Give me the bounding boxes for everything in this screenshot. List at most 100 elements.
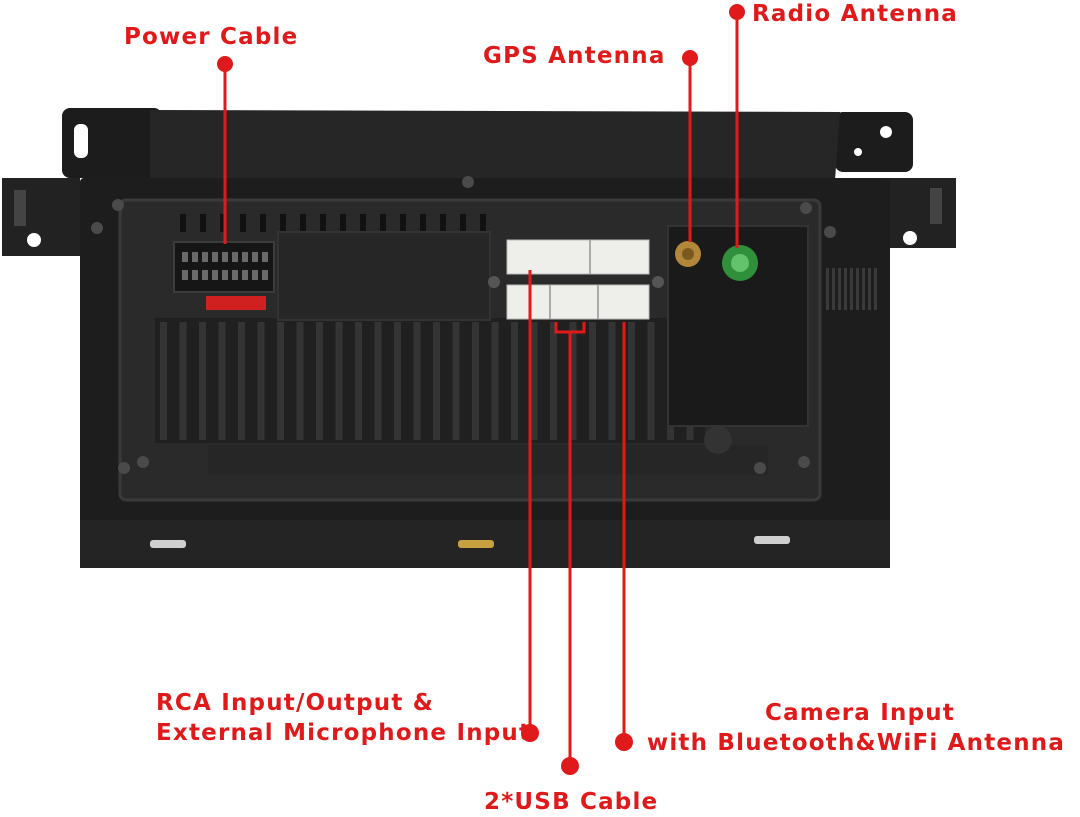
rca-label-line2: External Microphone Input (156, 720, 532, 746)
vent-slot (460, 214, 466, 232)
vent-slot (400, 214, 406, 232)
heatsink-fin (296, 322, 304, 440)
heatsink-fin (569, 322, 577, 440)
screw (118, 462, 130, 474)
heatsink-fin (374, 322, 382, 440)
vent-slot (240, 214, 246, 232)
camera-label: Camera Input with Bluetooth&WiFi Antenna (640, 698, 1080, 758)
grille-bar (826, 268, 829, 310)
pin (232, 270, 238, 280)
heatsink-fin (530, 322, 538, 440)
extra-socket (704, 426, 732, 454)
heatsink-fin (238, 322, 245, 440)
rca-label-line1: RCA Input/Output & (156, 690, 434, 716)
heatsink-fin (628, 322, 635, 440)
pin (182, 270, 188, 280)
vent-slot (480, 214, 486, 232)
grille-bar (850, 268, 853, 310)
vent-slot (300, 214, 306, 232)
camera-label-line2: with Bluetooth&WiFi Antenna (646, 730, 1066, 756)
screw (112, 199, 124, 211)
screw (462, 176, 474, 188)
usb-cable-leader (554, 322, 586, 765)
gps-antenna-label: GPS Antenna (483, 43, 666, 69)
pin (192, 270, 198, 280)
rca-label: RCA Input/Output & External Microphone I… (156, 688, 531, 748)
heatsink-fin (355, 322, 362, 440)
bottom-clip-right (754, 536, 790, 544)
heatsink-fin (452, 322, 460, 440)
power-cable-label: Power Cable (124, 24, 299, 50)
heatsink-fin (472, 322, 479, 440)
pin (192, 252, 198, 262)
heatsink-fin (394, 322, 401, 440)
heatsink-fin (550, 322, 557, 440)
grille-bar (874, 268, 877, 310)
vent-slot (280, 214, 286, 232)
pin (222, 270, 228, 280)
grille-bar (838, 268, 841, 310)
heatsink-fin (277, 322, 284, 440)
camera-label-line1: Camera Input (765, 700, 955, 726)
top-right-tab (835, 112, 913, 172)
heatsink-fin (491, 322, 499, 440)
heatsink-fin (160, 322, 167, 440)
heatsink-fin (413, 322, 421, 440)
heatsink-fin (335, 322, 343, 440)
pin (232, 252, 238, 262)
vent-slot (220, 214, 226, 232)
vent-slot (360, 214, 366, 232)
pin (262, 252, 268, 262)
callouts (217, 4, 745, 775)
pin (252, 270, 258, 280)
white-connectors (488, 239, 664, 320)
lower-vent (208, 445, 768, 475)
screw (824, 226, 836, 238)
pin (252, 252, 258, 262)
pin (262, 270, 268, 280)
pin (212, 270, 218, 280)
bottom-clip-left (150, 540, 186, 548)
vent-slot (180, 214, 186, 232)
radio-antenna-red-dot-icon (729, 4, 745, 20)
vent-slot (200, 214, 206, 232)
heatsink-fin (257, 322, 265, 440)
top-left-tab (62, 108, 162, 178)
heatsink-fin (608, 322, 616, 440)
grille-bar (868, 268, 871, 310)
rca-red-dot-icon (521, 724, 539, 742)
heatsink-fin (433, 322, 440, 440)
screw (137, 456, 149, 468)
vent-slot (420, 214, 426, 232)
heatsink-fin (199, 322, 206, 440)
radio-antenna-label: Radio Antenna (752, 1, 959, 27)
left-mounting-bracket (2, 178, 80, 256)
vent-slot (440, 214, 446, 232)
pin (212, 252, 218, 262)
pin (242, 270, 248, 280)
screw (800, 202, 812, 214)
vent-slot (260, 214, 266, 232)
heatsink-fin (316, 322, 323, 440)
heatsink-fin (589, 322, 596, 440)
gps-antenna-red-dot-icon (682, 50, 698, 66)
vent-slot (380, 214, 386, 232)
heatsink-fin (511, 322, 518, 440)
housing-top (150, 110, 840, 180)
pin (202, 252, 208, 262)
screw (91, 222, 103, 234)
side-grille (826, 268, 877, 310)
usb-cable-label: 2*USB Cable (484, 789, 659, 815)
heatsink-fin (647, 322, 655, 440)
screw (798, 456, 810, 468)
pin (202, 270, 208, 280)
mid-panel (277, 231, 491, 321)
radio-antenna-socket-icon (722, 245, 758, 281)
camera-red-dot-icon (615, 733, 633, 751)
screws (91, 176, 836, 474)
right-mounting-bracket (880, 178, 956, 248)
vent-slot (340, 214, 346, 232)
heatsink-fin (218, 322, 226, 440)
grille-bar (844, 268, 847, 310)
